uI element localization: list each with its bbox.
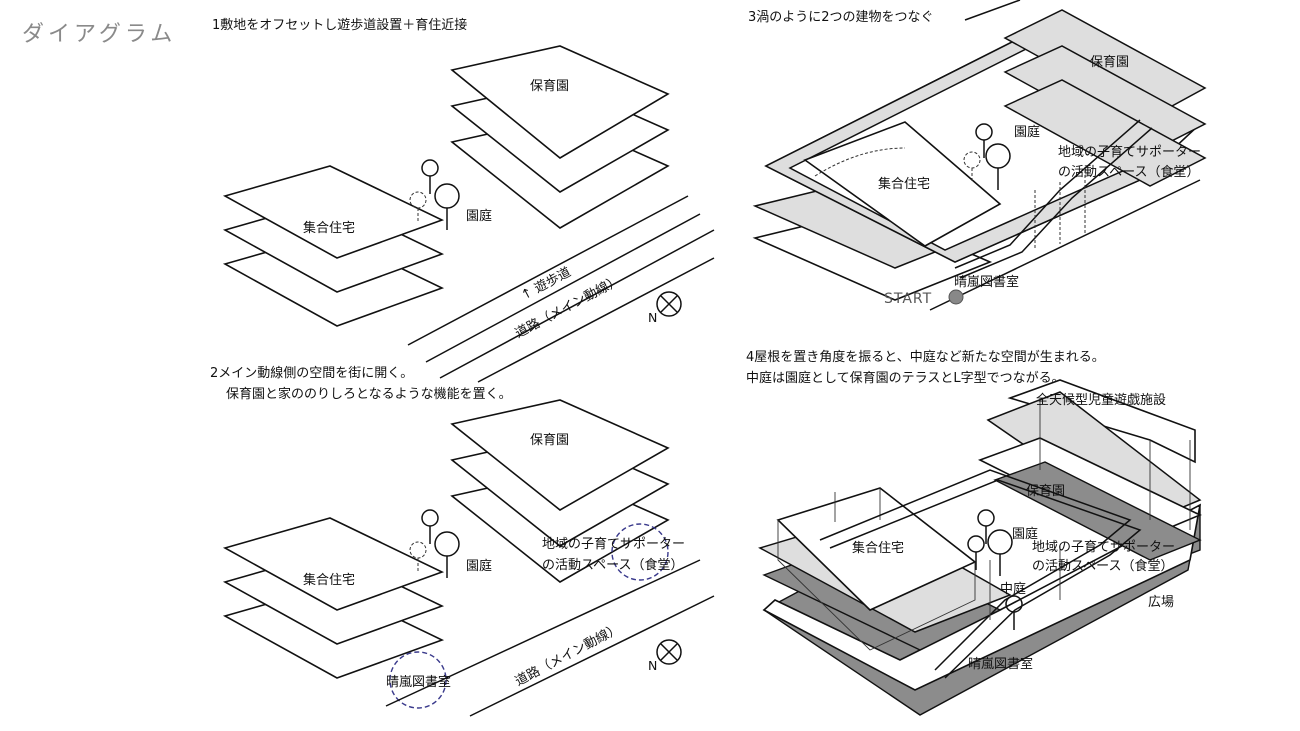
step2-support-label-line2: の活動スペース（食堂）	[542, 557, 683, 573]
step3-support-label-line2: の活動スペース（食堂）	[1058, 164, 1199, 180]
step2-support-label-line1: 地域の子育てサポーター	[542, 536, 685, 552]
step4-support-label-line1: 地域の子育てサポーター	[1032, 539, 1175, 555]
compass-icon	[656, 291, 682, 317]
step2-garden-label: 園庭	[466, 558, 492, 574]
step2-library-highlight	[389, 651, 447, 709]
step1-garden-label: 園庭	[466, 208, 492, 224]
page-title: ダイアグラム	[22, 22, 177, 47]
step3-caption: 3渦のように2つの建物をつなぐ	[748, 10, 934, 25]
step4-plaza-label: 広場	[1148, 595, 1174, 610]
step2-nursery-label: 保育園	[530, 432, 569, 448]
step4-library-label: 晴嵐図書室	[968, 656, 1033, 672]
step2-support-highlight	[611, 523, 669, 581]
step4-caption-line2: 中庭は園庭として保育園のテラスとL字型でつながる。	[746, 371, 1065, 386]
step2-housing-label: 集合住宅	[303, 572, 355, 588]
step3-library-label: 晴嵐図書室	[954, 274, 1019, 290]
step1-nursery-label: 保育園	[530, 78, 569, 94]
step4-play-facility-label: 全天候型児童遊戯施設	[1036, 392, 1166, 408]
step4-housing-label: 集合住宅	[852, 540, 904, 556]
step1-nursery-block	[450, 45, 670, 229]
step3-housing-label: 集合住宅	[878, 176, 930, 192]
step3-nursery-label: 保育園	[1090, 54, 1129, 70]
compass-n-label: N	[648, 310, 657, 325]
step3-diagram: 保育園 集合住宅 園庭 地域の子育てサポーター の活動スペース（食堂） 晴嵐図書…	[752, 0, 1207, 311]
step3-start-label: START	[884, 291, 932, 307]
compass-n-label: N	[648, 658, 657, 673]
step4-garden-label: 園庭	[1012, 526, 1038, 542]
step3-garden-label: 園庭	[1014, 124, 1040, 140]
step3-support-label-line1: 地域の子育てサポーター	[1058, 144, 1201, 160]
step2-library-label: 晴嵐図書室	[386, 674, 451, 690]
step4-caption-line1: 4屋根を置き角度を振ると、中庭など新たな空間が生まれる。	[746, 350, 1105, 365]
step4-courtyard-label: 中庭	[1000, 581, 1026, 597]
step4-diagram: 全天候型児童遊戯施設 保育園 集合住宅 園庭 地域の子育てサポーター の活動スペ…	[758, 379, 1202, 716]
step1-housing-block	[222, 165, 445, 327]
step2-diagram: 保育園 集合住宅 園庭 地域の子育てサポーター の活動スペース（食堂） 晴嵐図書…	[222, 399, 715, 717]
step2-nursery-block	[450, 399, 670, 583]
step1-diagram: 保育園 集合住宅 園庭 ↑ 遊歩道 道路（メイン動線） N	[222, 45, 715, 383]
step2-caption-line1: 2メイン動線側の空間を街に開く。	[210, 366, 414, 381]
step4-support-label-line2: の活動スペース（食堂）	[1032, 558, 1173, 574]
step2-road-label: 道路（メイン動線）	[512, 620, 623, 689]
compass-icon	[656, 639, 682, 665]
step4-nursery-label: 保育園	[1026, 483, 1065, 499]
step2-caption-line2: 保育園と家ののりしろとなるような機能を置く。	[226, 387, 512, 402]
start-marker	[948, 289, 964, 305]
step2-housing-block	[222, 517, 445, 679]
step1-housing-label: 集合住宅	[303, 220, 355, 236]
step1-caption: 1敷地をオフセットし遊歩道設置＋育住近接	[212, 18, 468, 33]
